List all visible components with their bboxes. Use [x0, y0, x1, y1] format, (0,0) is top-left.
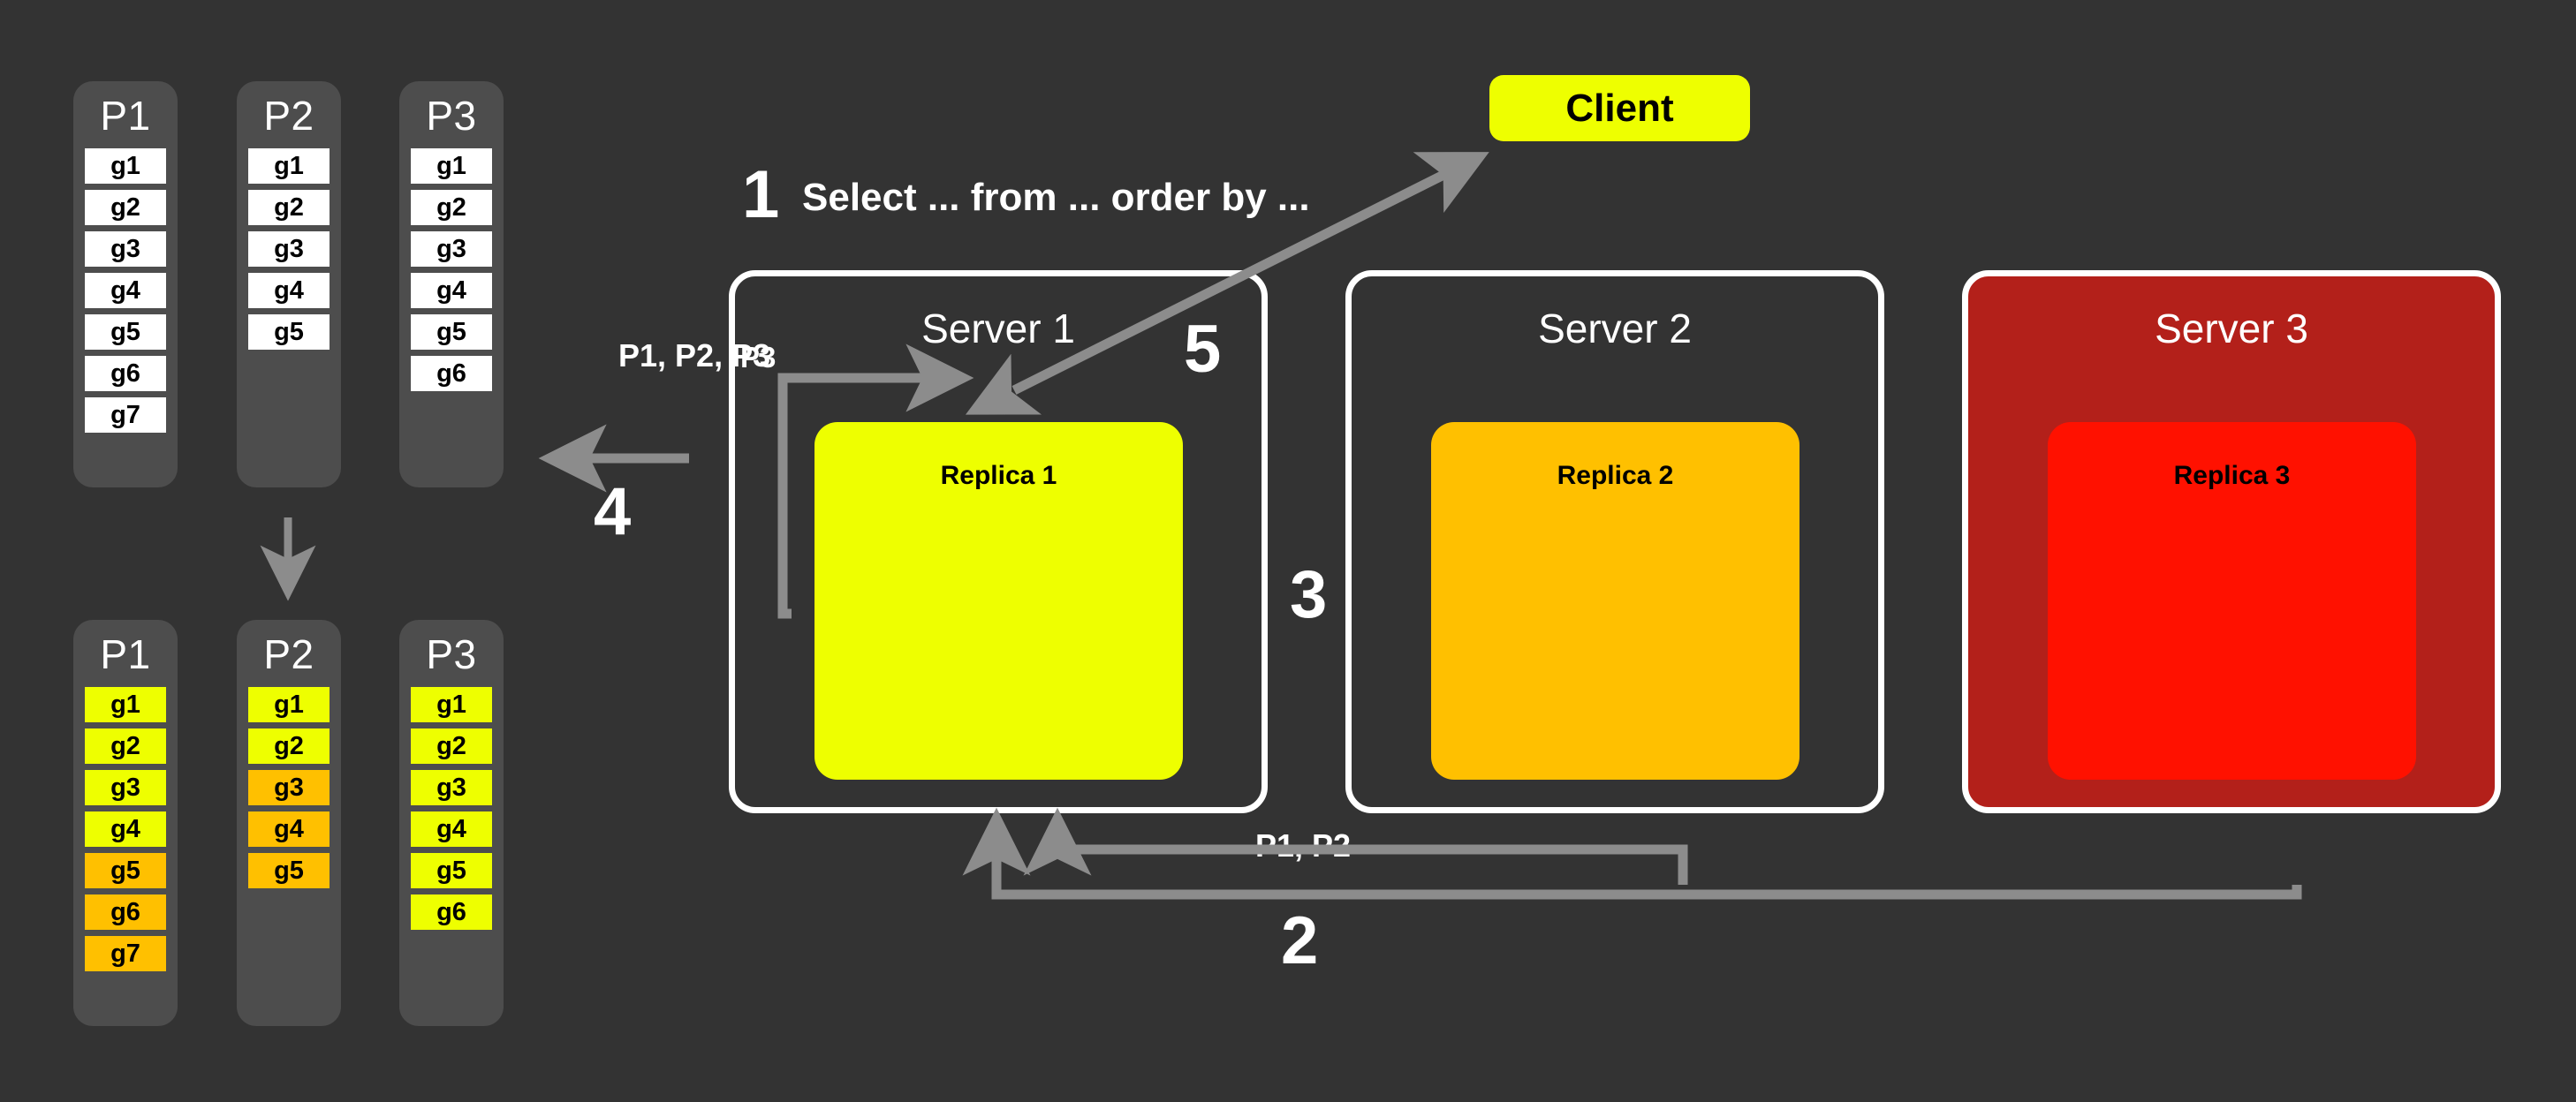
partition-cell: g4 [85, 273, 166, 308]
partition-cell: g3 [248, 770, 330, 805]
partition-cells: g1 g2 g3 g4 g5 g6 [399, 687, 504, 930]
partition-title: P1 [100, 93, 151, 139]
partition-cell: g2 [411, 190, 492, 225]
partition-cell: g2 [248, 190, 330, 225]
partition-cell: g3 [411, 231, 492, 267]
partition-cell: g5 [411, 314, 492, 350]
replica-1-box[interactable]: Replica 1 [814, 422, 1183, 780]
partition-panel-top-p1: P1 g1 g2 g3 g4 g5 g6 g7 [73, 81, 178, 487]
replica-1-label: Replica 1 [940, 461, 1057, 490]
replica-2-label: Replica 2 [1557, 461, 1674, 490]
partition-cell: g3 [85, 231, 166, 267]
partition-panel-top-p3: P3 g1 g2 g3 g4 g5 g6 [399, 81, 504, 487]
partition-cells: g1 g2 g3 g4 g5 [237, 148, 341, 350]
replica-3-box[interactable]: Replica 3 [2048, 422, 2416, 780]
partition-cell: g6 [411, 894, 492, 930]
partition-cell: g5 [248, 314, 330, 350]
query-text-label: Select ... from ... order by ... [802, 176, 1310, 219]
server-3-title: Server 3 [2155, 306, 2308, 351]
partition-cells: g1 g2 g3 g4 g5 g6 g7 [73, 148, 178, 433]
partition-cell: g3 [411, 770, 492, 805]
partition-cell: g1 [85, 687, 166, 722]
partition-cell: g5 [411, 853, 492, 888]
step-1-number: 1 [742, 157, 780, 232]
partition-cell: g1 [248, 687, 330, 722]
fetch-p1p2-arrow [1023, 807, 1688, 885]
partition-panel-bottom-p2: P2 g1 g2 g3 g4 g5 [237, 620, 341, 1026]
partition-title: P2 [263, 631, 314, 677]
partition-panel-top-p2: P2 g1 g2 g3 g4 g5 [237, 81, 341, 487]
server-1-title: Server 1 [921, 306, 1075, 351]
partition-title: P2 [263, 93, 314, 139]
partition-cell: g6 [85, 356, 166, 391]
fetch-partitions-label: P1, P2 [1255, 827, 1352, 864]
partition-cell: g1 [85, 148, 166, 184]
step-4-number: 4 [594, 474, 632, 549]
partition-panel-bottom-p1: P1 g1 g2 g3 g4 g5 g6 g7 [73, 620, 178, 1026]
partition-cell: g1 [411, 148, 492, 184]
partition-cell: g5 [85, 314, 166, 350]
client-node[interactable]: Client [1489, 75, 1750, 141]
partition-cell: g4 [248, 811, 330, 847]
partition-cell: g3 [248, 231, 330, 267]
partition-cell: g7 [85, 397, 166, 433]
partition-cells: g1 g2 g3 g4 g5 g6 g7 [73, 687, 178, 971]
partition-cell: g4 [85, 811, 166, 847]
partition-cell: g2 [248, 728, 330, 764]
local-partition-label: P3 [740, 341, 777, 374]
step-2-number: 2 [1281, 903, 1319, 978]
partition-cell: g6 [411, 356, 492, 391]
partition-cell: g6 [85, 894, 166, 930]
partition-title: P1 [100, 631, 151, 677]
partition-cell: g5 [248, 853, 330, 888]
partition-cell: g4 [248, 273, 330, 308]
partition-cell: g7 [85, 936, 166, 971]
server-2-title: Server 2 [1538, 306, 1692, 351]
partition-cells: g1 g2 g3 g4 g5 g6 [399, 148, 504, 391]
partition-cell: g1 [411, 687, 492, 722]
partition-cell: g1 [248, 148, 330, 184]
partition-cells: g1 g2 g3 g4 g5 [237, 687, 341, 888]
step-3-number: 3 [1290, 557, 1328, 632]
partition-title: P3 [426, 631, 477, 677]
partition-title: P3 [426, 93, 477, 139]
fetch-from-server3-arrow [962, 807, 2302, 900]
partition-cell: g2 [85, 190, 166, 225]
partition-panel-bottom-p3: P3 g1 g2 g3 g4 g5 g6 [399, 620, 504, 1026]
partition-cell: g2 [411, 728, 492, 764]
merge-result-label: P1, P2, P3 [618, 337, 771, 374]
partition-cell: g2 [85, 728, 166, 764]
replica-2-box[interactable]: Replica 2 [1431, 422, 1799, 780]
partition-cell: g4 [411, 811, 492, 847]
client-label: Client [1565, 86, 1674, 130]
partition-cell: g4 [411, 273, 492, 308]
replica-3-label: Replica 3 [2173, 461, 2291, 490]
partition-cell: g5 [85, 853, 166, 888]
partition-cell: g3 [85, 770, 166, 805]
step-5-number: 5 [1184, 312, 1222, 387]
